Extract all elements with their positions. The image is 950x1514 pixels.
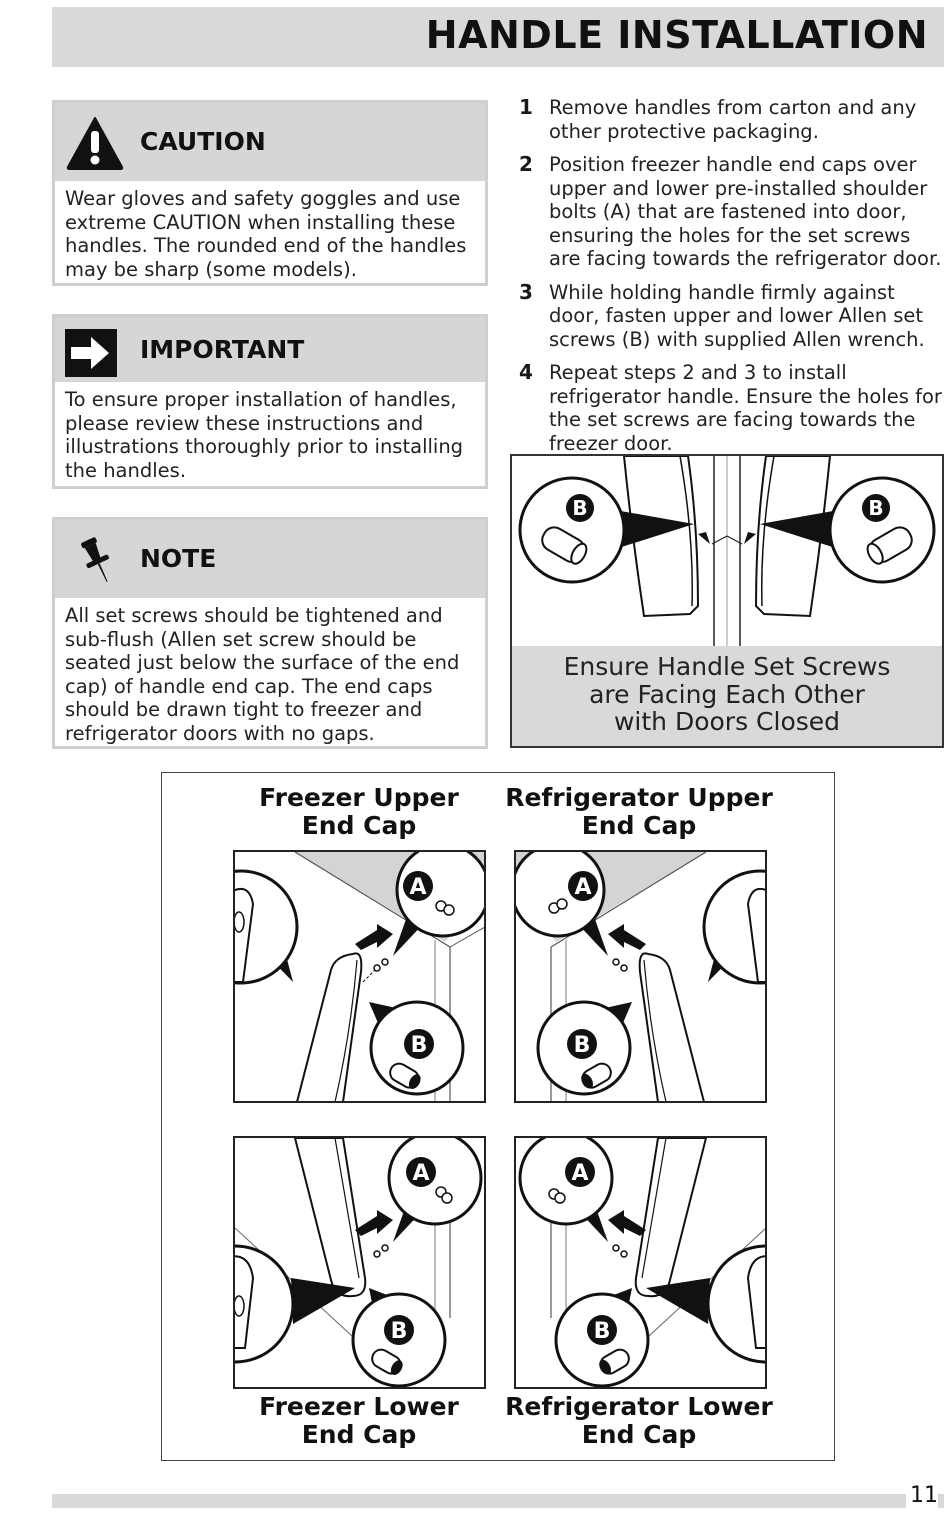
freezer-lower-illustration: A B <box>235 1138 483 1387</box>
step-number: 4 <box>519 360 533 384</box>
callout-label: B <box>411 1033 428 1058</box>
freezer-lower-label: Freezer Lower End Cap <box>219 1393 499 1449</box>
step-4: 4 Repeat steps 2 and 3 to install refrig… <box>512 360 944 455</box>
step-2: 2 Position freezer handle end caps over … <box>512 152 944 271</box>
label-line: Refrigerator Lower <box>505 1392 773 1421</box>
warning-triangle-icon <box>66 117 124 170</box>
label-line: Freezer Upper <box>259 783 459 812</box>
page-title: HANDLE INSTALLATION <box>425 13 928 57</box>
important-title: IMPORTANT <box>140 335 305 364</box>
note-body: All set screws should be tightened and s… <box>65 604 460 745</box>
callout-label: B <box>594 1319 611 1344</box>
label-line: End Cap <box>581 1420 697 1449</box>
instruction-steps: 1 Remove handles from carton and any oth… <box>512 95 944 465</box>
step-text: While holding handle firmly against door… <box>549 280 925 351</box>
end-cap-figure: Freezer Upper End Cap Refrigerator Upper… <box>161 772 835 1461</box>
label-line: End Cap <box>581 811 697 840</box>
step-number: 1 <box>519 95 533 119</box>
freezer-lower-panel: A B <box>233 1136 486 1389</box>
fridge-lower-label: Refrigerator Lower End Cap <box>499 1393 779 1449</box>
note-header: NOTE <box>55 520 485 598</box>
caption-line-1: Ensure Handle Set Screws <box>563 652 891 681</box>
step-text: Remove handles from carton and any other… <box>549 96 917 143</box>
label-line: Freezer Lower <box>259 1392 459 1421</box>
page-number: 11 <box>906 1483 938 1508</box>
callout-label: B <box>868 496 883 520</box>
callout-label: A <box>574 875 591 900</box>
fridge-lower-panel: A B <box>514 1136 767 1389</box>
fridge-lower-illustration: A B <box>518 1138 765 1387</box>
freezer-upper-label: Freezer Upper End Cap <box>219 784 499 840</box>
callout-label: B <box>574 1033 591 1058</box>
callout-label: A <box>409 875 426 900</box>
callout-label: A <box>571 1161 588 1186</box>
important-header: IMPORTANT <box>55 317 485 382</box>
handles-facing-caption: Ensure Handle Set Screws are Facing Each… <box>512 646 942 746</box>
fridge-upper-illustration: A B <box>516 852 765 1101</box>
caution-body: Wear gloves and safety goggles and use e… <box>65 187 467 281</box>
caution-header: CAUTION <box>55 103 485 181</box>
callout-label: B <box>391 1319 408 1344</box>
fridge-upper-label: Refrigerator Upper End Cap <box>499 784 779 840</box>
freezer-upper-illustration: A B <box>235 852 484 1101</box>
callout-label: A <box>412 1161 429 1186</box>
label-line: End Cap <box>301 1420 417 1449</box>
fridge-upper-panel: A B <box>514 850 767 1103</box>
freezer-upper-panel: A B <box>233 850 486 1103</box>
step-3: 3 While holding handle firmly against do… <box>512 279 944 352</box>
note-title: NOTE <box>140 544 217 573</box>
important-body: To ensure proper installation of handles… <box>65 388 464 482</box>
label-line: Refrigerator Upper <box>505 783 773 812</box>
step-1: 1 Remove handles from carton and any oth… <box>512 95 944 143</box>
caution-box: CAUTION Wear gloves and safety goggles a… <box>52 100 488 286</box>
handles-facing-figure: B B Ensure Handle Set Screws are Facing … <box>510 454 944 748</box>
step-text: Position freezer handle end caps over up… <box>549 153 942 270</box>
handles-facing-illustration: B B <box>518 456 936 650</box>
important-box: IMPORTANT To ensure proper installation … <box>52 314 488 489</box>
note-box: NOTE All set screws should be tightened … <box>52 517 488 749</box>
caution-title: CAUTION <box>140 127 266 156</box>
footer-band <box>52 1494 944 1508</box>
step-number: 3 <box>519 279 533 304</box>
step-text: Repeat steps 2 and 3 to install refriger… <box>549 361 942 455</box>
caption-line-2: are Facing Each Other <box>589 679 865 709</box>
pushpin-icon <box>81 537 109 582</box>
arrow-right-icon <box>65 329 117 377</box>
caption-line-3: with Doors Closed <box>613 707 841 736</box>
header-band: HANDLE INSTALLATION <box>52 7 944 67</box>
label-line: End Cap <box>301 811 417 840</box>
callout-label: B <box>572 496 587 520</box>
step-number: 2 <box>519 152 533 176</box>
